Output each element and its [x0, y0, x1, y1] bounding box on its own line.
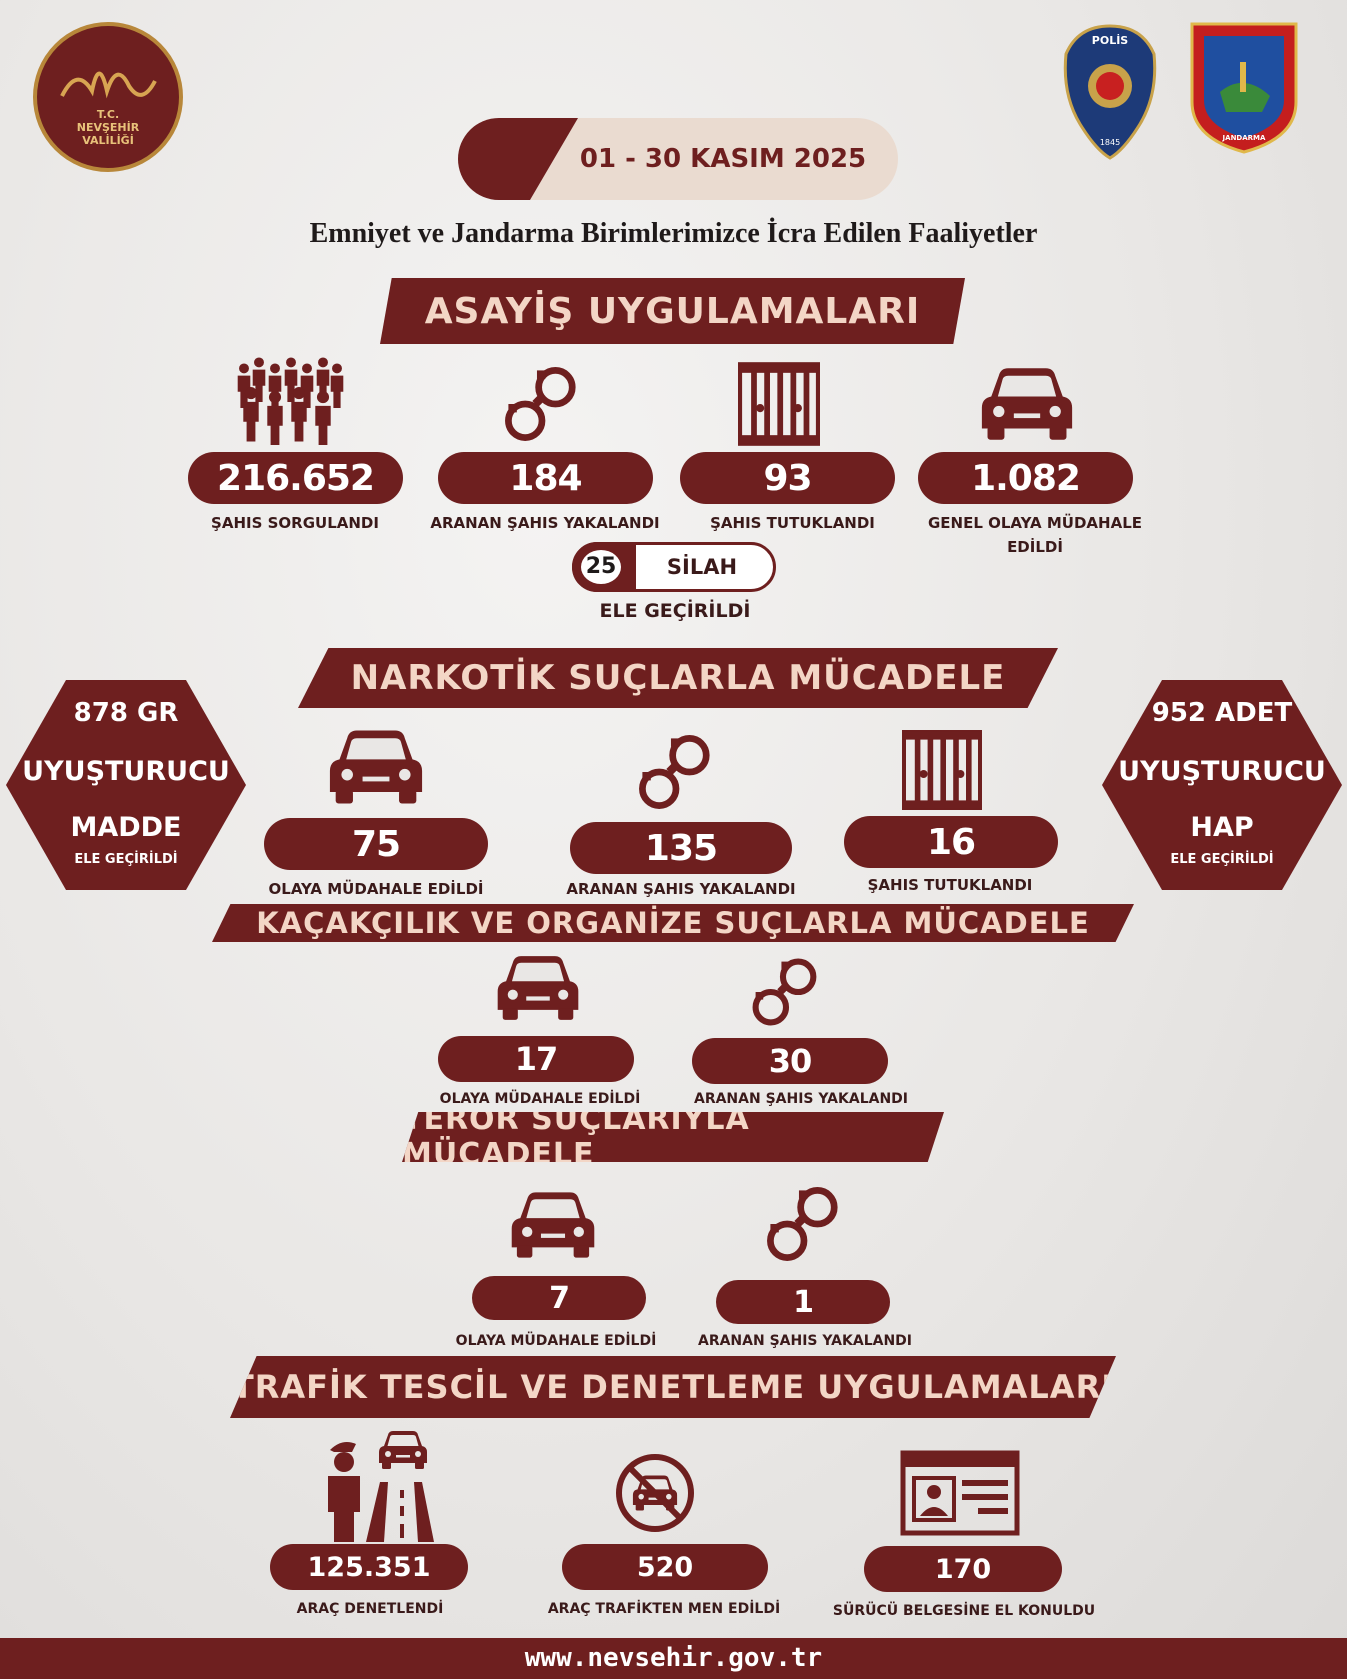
car-icon	[328, 726, 424, 808]
trafik-label-licenses-seized: SÜRÜCÜ BELGESİNE EL KONULDU	[832, 1603, 1096, 1619]
stat-value-persons-questioned: 216.652	[188, 452, 403, 504]
narkotik-label-incidents: OLAYA MÜDAHALE EDİLDİ	[268, 880, 484, 898]
date-banner-accent	[458, 118, 578, 200]
handcuffs-icon	[748, 954, 824, 1030]
no-car-icon	[614, 1452, 696, 1534]
teror-label-wanted-caught: ARANAN ŞAHIS YAKALANDI	[697, 1333, 912, 1349]
teror-value-wanted-caught: 1	[716, 1280, 890, 1324]
license-card-icon	[900, 1450, 1020, 1536]
stat-value-arrested: 93	[680, 452, 895, 504]
kacakcilik-label-wanted-caught: ARANAN ŞAHIS YAKALANDI	[693, 1091, 908, 1107]
gendarmerie-shield-icon	[1190, 22, 1298, 154]
drug-pill-hexagon: 952 ADET UYUŞTURUCU HAP ELE GEÇİRİLDİ	[1102, 680, 1342, 890]
stat-label-general-incidents-2: EDİLDİ	[1007, 538, 1063, 556]
date-range: 01 - 30 KASIM 2025	[579, 144, 867, 174]
drug-substance-label: ELE GEÇİRİLDİ	[74, 852, 178, 867]
car-icon	[980, 364, 1074, 444]
logo-line-valiligi: VALİLİĞİ	[82, 134, 134, 147]
section-title-asayis: ASAYİŞ UYGULAMALARI	[380, 278, 965, 344]
governorship-emblem-icon	[60, 71, 157, 99]
drug-substance-amount: 878 GR	[73, 698, 179, 728]
trafik-label-vehicles-inspected: ARAÇ DENETLENDİ	[296, 1601, 444, 1617]
drug-substance-hexagon: 878 GR UYUŞTURUCU MADDE ELE GEÇİRİLDİ	[6, 680, 246, 890]
section-title-trafik: TRAFİK TESCİL VE DENETLEME UYGULAMALARI	[230, 1356, 1116, 1418]
narkotik-label-wanted-caught: ARANAN ŞAHIS YAKALANDI	[566, 880, 796, 898]
section-title-kacakcilik: KAÇAKÇILIK VE ORGANİZE SUÇLARLA MÜCADELE	[212, 904, 1134, 942]
police-logo-text: POLİS	[1091, 34, 1129, 47]
stat-label-general-incidents-1: GENEL OLAYA MÜDAHALE	[927, 514, 1142, 532]
teror-value-incidents: 7	[472, 1276, 646, 1320]
trafik-value-licenses-seized: 170	[864, 1546, 1062, 1592]
drug-pill-form: HAP	[1190, 812, 1254, 843]
weapons-unit: SİLAH	[666, 555, 738, 579]
page-subtitle: Emniyet ve Jandarma Birimlerimizce İcra …	[309, 218, 1038, 249]
handcuffs-icon	[634, 730, 718, 814]
kacakcilik-label-incidents: OLAYA MÜDAHALE EDİLDİ	[439, 1091, 641, 1107]
footer-website[interactable]: www.nevsehir.gov.tr	[524, 1643, 823, 1673]
weapons-label: ELE GEÇİRİLDİ	[599, 600, 751, 622]
police-badge-icon	[1063, 24, 1157, 160]
weapons-count: 25	[581, 550, 621, 584]
kacakcilik-value-wanted-caught: 30	[692, 1038, 888, 1084]
stat-value-general-incidents: 1.082	[918, 452, 1133, 504]
narkotik-value-arrested: 16	[844, 816, 1058, 868]
kacakcilik-value-incidents: 17	[438, 1036, 634, 1082]
drug-pill-label: ELE GEÇİRİLDİ	[1170, 852, 1274, 867]
section-title-teror: TERÖR SUÇLARIYLA MÜCADELE	[402, 1112, 944, 1162]
drug-pill-amount: 952 ADET	[1151, 698, 1293, 728]
stat-value-wanted-caught: 184	[438, 452, 653, 504]
stat-label-arrested: ŞAHIS TUTUKLANDI	[710, 514, 875, 532]
drug-substance-type: UYUŞTURUCU	[22, 756, 230, 787]
police-logo: POLİS 1845	[1062, 24, 1158, 160]
traffic-officer-icon	[322, 1422, 434, 1542]
crowd-icon	[230, 355, 350, 445]
logo-line-tc: T.C.	[96, 108, 120, 121]
jail-icon	[902, 730, 982, 810]
stat-label-wanted-caught: ARANAN ŞAHIS YAKALANDI	[430, 514, 660, 532]
footer-bar: www.nevsehir.gov.tr	[0, 1638, 1347, 1679]
gendarmerie-logo-text: JANDARMA	[1222, 134, 1266, 142]
nevsehir-governorship-logo: T.C. NEVŞEHİR VALİLİĞİ	[33, 22, 183, 172]
weapons-pill: 25 SİLAH	[572, 542, 776, 592]
drug-pill-type: UYUŞTURUCU	[1118, 756, 1326, 787]
narkotik-value-incidents: 75	[264, 818, 488, 870]
handcuffs-icon	[500, 362, 584, 446]
trafik-value-vehicles-banned: 520	[562, 1544, 768, 1590]
trafik-value-vehicles-inspected: 125.351	[270, 1544, 468, 1590]
drug-substance-form: MADDE	[70, 812, 182, 843]
stat-label-persons-questioned: ŞAHIS SORGULANDI	[211, 514, 379, 532]
date-banner: 01 - 30 KASIM 2025	[458, 118, 898, 200]
teror-label-incidents: OLAYA MÜDAHALE EDİLDİ	[455, 1333, 657, 1349]
section-title-narkotik: NARKOTİK SUÇLARLA MÜCADELE	[298, 648, 1058, 708]
narkotik-label-arrested: ŞAHIS TUTUKLANDI	[867, 876, 1033, 894]
car-icon	[510, 1188, 596, 1262]
jail-icon	[738, 362, 820, 446]
logo-line-nevsehir: NEVŞEHİR	[76, 121, 140, 134]
police-logo-year: 1845	[1099, 138, 1121, 147]
trafik-label-vehicles-banned: ARAÇ TRAFİKTEN MEN EDİLDİ	[547, 1601, 781, 1617]
gendarmerie-logo: JANDARMA	[1190, 22, 1298, 154]
narkotik-value-wanted-caught: 135	[570, 822, 792, 874]
handcuffs-icon	[762, 1182, 846, 1266]
car-icon	[496, 952, 580, 1024]
